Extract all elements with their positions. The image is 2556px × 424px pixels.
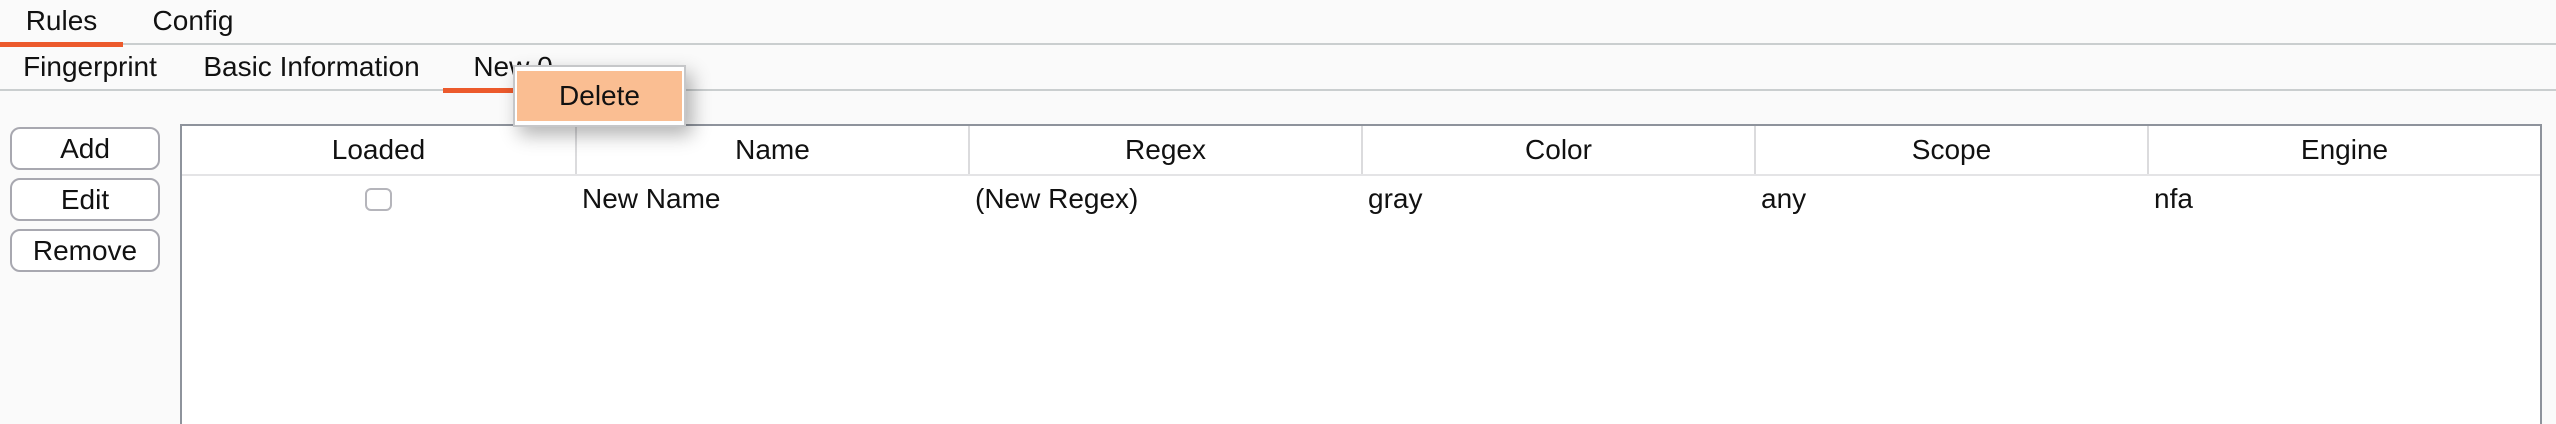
loaded-checkbox[interactable] xyxy=(365,187,392,211)
cell-color: gray xyxy=(1368,183,1423,214)
rules-table-header: Loaded Name Regex Color Scope Engine xyxy=(182,126,2540,176)
subtab-basic-information[interactable]: Basic Information xyxy=(203,51,420,82)
tab-config[interactable]: Config xyxy=(152,5,234,36)
tabbar-divider xyxy=(0,43,2556,45)
cell-loaded xyxy=(182,176,575,222)
tab-rules-active-indicator xyxy=(0,42,123,47)
cell-regex: (New Regex) xyxy=(975,183,1139,214)
cell-name: New Name xyxy=(582,183,721,214)
edit-button[interactable]: Edit xyxy=(10,178,160,221)
main-tabbar: Rules Config xyxy=(0,0,2556,47)
column-header-regex[interactable]: Regex xyxy=(968,126,1361,174)
column-header-engine[interactable]: Engine xyxy=(2147,126,2540,174)
rules-table: Loaded Name Regex Color Scope Engine New… xyxy=(180,124,2542,424)
tab-rules[interactable]: Rules xyxy=(25,5,98,36)
add-button[interactable]: Add xyxy=(10,127,160,170)
column-header-name[interactable]: Name xyxy=(575,126,968,174)
column-header-color[interactable]: Color xyxy=(1361,126,1754,174)
column-header-scope[interactable]: Scope xyxy=(1754,126,2147,174)
context-menu-item-delete[interactable]: Delete xyxy=(517,71,682,121)
rule-group-tabbar: Fingerprint Basic Information New 0 xyxy=(0,44,2556,93)
cell-scope: any xyxy=(1761,183,1807,214)
subtabbar-divider xyxy=(0,89,2556,91)
column-header-loaded[interactable]: Loaded xyxy=(331,134,426,165)
rule-actions-panel: Add Edit Remove xyxy=(10,127,160,272)
cell-engine: nfa xyxy=(2154,183,2193,214)
subtab-fingerprint[interactable]: Fingerprint xyxy=(23,51,157,82)
remove-button[interactable]: Remove xyxy=(10,229,160,272)
tab-context-menu: Delete xyxy=(513,65,686,127)
table-row[interactable]: New Name (New Regex) gray any nfa xyxy=(182,176,2540,222)
